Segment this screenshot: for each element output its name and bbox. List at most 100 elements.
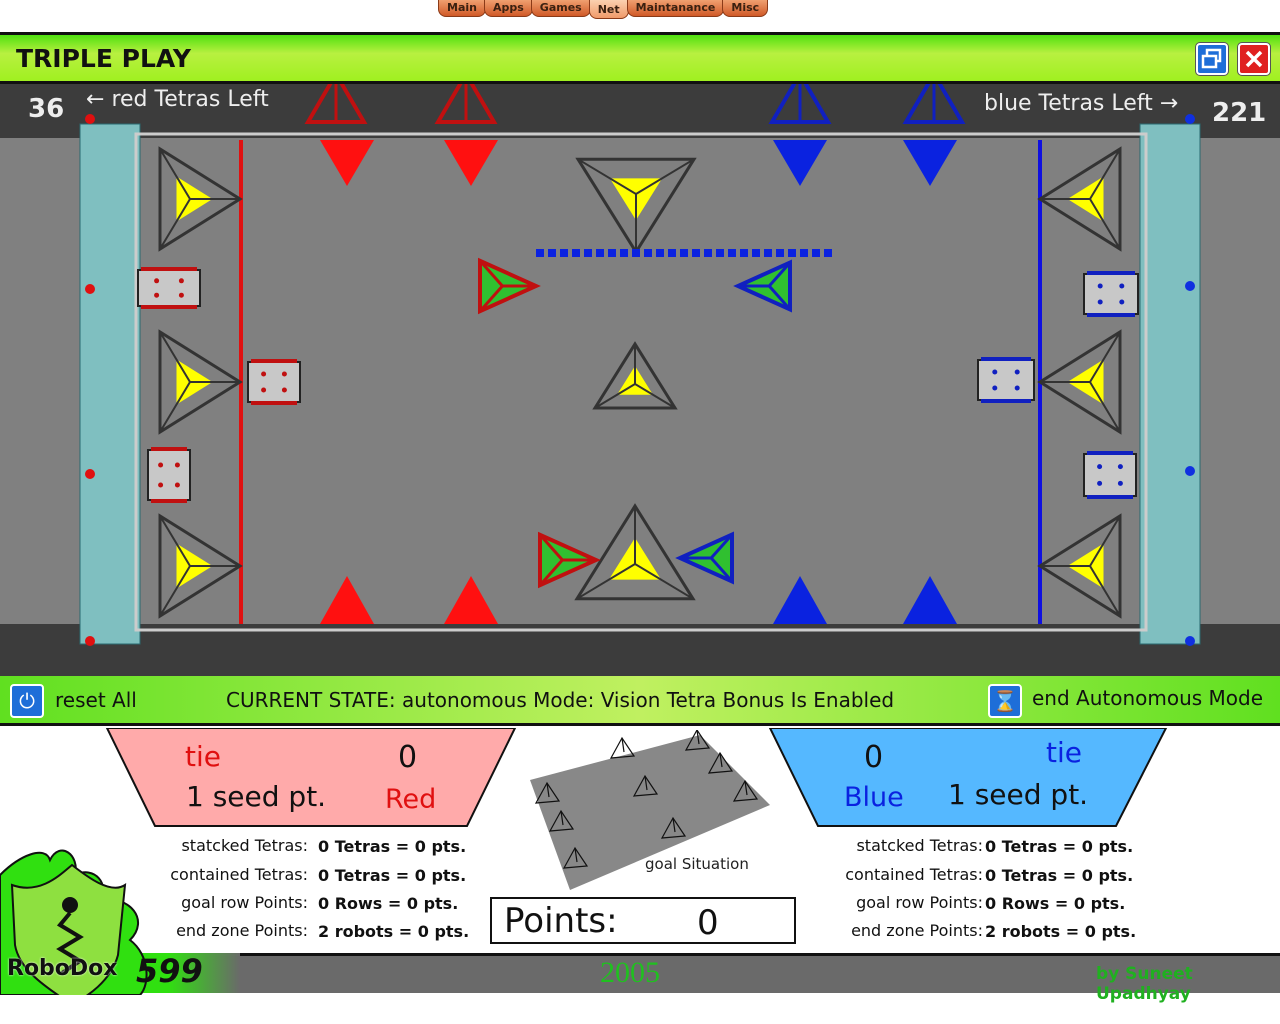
blue-row-value: 2 robots = 0 pts. — [985, 922, 1137, 941]
robodox-logo — [0, 849, 148, 995]
red-result: tie — [185, 740, 221, 773]
blue-seed: 1 seed pt. — [948, 778, 1089, 811]
close-button[interactable] — [1238, 43, 1270, 75]
goal-row-marker — [740, 249, 748, 257]
menu-tab-misc[interactable]: Misc — [722, 0, 769, 17]
goal-structure[interactable] — [158, 146, 243, 252]
goal-row-marker — [668, 249, 676, 257]
goal-row-marker — [776, 249, 784, 257]
blue-tetra[interactable] — [773, 576, 827, 624]
points-label: Points: — [504, 901, 618, 941]
red-tetra[interactable] — [320, 140, 374, 186]
blue-tetras-label: blue Tetras Left → — [984, 91, 1178, 116]
red-post — [85, 284, 95, 294]
blue-tetra[interactable] — [903, 140, 957, 186]
goal-tetra-icon — [732, 779, 759, 802]
red-tetras-count: 36 — [28, 94, 64, 124]
blue-vision-tetra[interactable] — [675, 531, 734, 585]
goal-row-marker — [812, 249, 820, 257]
red-row-label: goal row Points: — [181, 893, 308, 912]
red-vision-tetra[interactable] — [478, 257, 541, 315]
goal-structure[interactable] — [592, 341, 678, 410]
field-rail — [134, 132, 1148, 632]
goal-structure[interactable] — [575, 157, 697, 255]
blue-stacked-tetra[interactable] — [768, 84, 832, 124]
blue-robot[interactable] — [1083, 451, 1137, 499]
goal-row-marker — [716, 249, 724, 257]
red-tetra[interactable] — [320, 576, 374, 624]
close-icon — [1245, 50, 1263, 68]
goal-structure[interactable] — [158, 513, 243, 619]
goal-row-marker — [692, 249, 700, 257]
reset-button[interactable]: ⏻ — [10, 684, 44, 718]
end-autonomous-button[interactable]: ⌛ — [988, 684, 1022, 718]
blue-post — [1185, 281, 1195, 291]
blue-post — [1185, 636, 1195, 646]
year: 2005 — [600, 956, 660, 989]
goal-row-marker — [596, 249, 604, 257]
end-autonomous-label[interactable]: end Autonomous Mode — [1032, 686, 1264, 710]
blue-row-value: 0 Tetras = 0 pts. — [985, 866, 1134, 885]
status-bar: ⏻ reset All CURRENT STATE: autonomous Mo… — [0, 676, 1280, 726]
goal-row-marker — [548, 249, 556, 257]
blue-post — [1185, 466, 1195, 476]
blue-tetra[interactable] — [773, 140, 827, 186]
goal-row-marker — [632, 249, 640, 257]
red-post — [85, 636, 95, 646]
red-post — [85, 114, 95, 124]
menu-tab-games[interactable]: Games — [530, 0, 591, 17]
goal-tetra-icon — [632, 774, 659, 797]
blue-score: 0 — [864, 740, 884, 775]
restore-button[interactable] — [1196, 43, 1228, 75]
blue-stacked-tetra[interactable] — [902, 84, 966, 124]
red-vision-tetra[interactable] — [538, 531, 601, 589]
goal-structure[interactable] — [1037, 513, 1122, 619]
goal-row-marker — [572, 249, 580, 257]
red-team-name: Red — [385, 784, 437, 815]
app-title: TRIPLE PLAY — [16, 44, 191, 73]
blue-score-panel — [768, 728, 1168, 827]
blue-robot[interactable] — [977, 357, 1035, 403]
red-row-value: 0 Tetras = 0 pts. — [318, 866, 467, 885]
credit: by Suneet Upadhyay — [1096, 964, 1193, 1004]
restore-icon — [1201, 48, 1222, 69]
goal-row-marker — [620, 249, 628, 257]
goal-row-marker — [752, 249, 760, 257]
blue-vision-tetra[interactable] — [733, 259, 792, 313]
reset-label[interactable]: reset All — [55, 688, 137, 712]
goal-structure[interactable] — [1037, 329, 1122, 435]
top-menu: Main Apps Games Net Maintanance Misc — [438, 0, 769, 19]
red-row-value: 2 robots = 0 pts. — [318, 922, 470, 941]
red-stacked-tetra[interactable] — [304, 84, 368, 124]
blue-tetra[interactable] — [903, 576, 957, 624]
menu-tab-net[interactable]: Net — [588, 0, 629, 19]
red-tetras-label: ← red Tetras Left — [86, 87, 269, 112]
goal-row-marker — [800, 249, 808, 257]
goal-tetra-icon — [660, 816, 687, 839]
goal-structure[interactable] — [1037, 146, 1122, 252]
goal-situation-view — [530, 730, 770, 890]
red-row-label: end zone Points: — [176, 921, 308, 940]
red-row-label: statcked Tetras: — [181, 836, 308, 855]
red-robot[interactable] — [247, 359, 301, 405]
blue-robot[interactable] — [1083, 271, 1139, 317]
goal-structure[interactable] — [158, 329, 243, 435]
goal-situation-label: goal Situation — [645, 855, 749, 873]
goal-row-marker — [764, 249, 772, 257]
blue-post — [1185, 114, 1195, 124]
red-tetra[interactable] — [444, 576, 498, 624]
red-tetra[interactable] — [444, 140, 498, 186]
blue-row-label: end zone Points: — [851, 921, 983, 940]
red-row-value: 0 Rows = 0 pts. — [318, 894, 459, 913]
red-robot[interactable] — [147, 447, 191, 503]
current-state: CURRENT STATE: autonomous Mode: Vision T… — [226, 688, 895, 712]
menu-tab-apps[interactable]: Apps — [483, 0, 533, 17]
goal-structure[interactable] — [574, 503, 696, 601]
blue-row-value: 0 Rows = 0 pts. — [985, 894, 1126, 913]
game-field[interactable]: 36 ← red Tetras Left blue Tetras Left → … — [0, 84, 1280, 676]
menu-tab-maintanance[interactable]: Maintanance — [626, 0, 725, 17]
red-robot[interactable] — [137, 267, 201, 309]
red-score-panel — [105, 728, 517, 827]
red-stacked-tetra[interactable] — [434, 84, 498, 124]
menu-tab-main[interactable]: Main — [438, 0, 486, 17]
